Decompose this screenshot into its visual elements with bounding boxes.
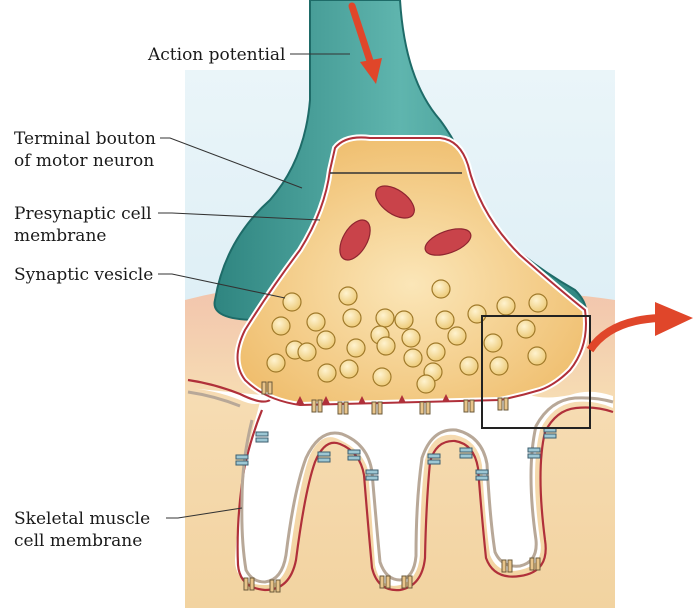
vesicle	[272, 317, 290, 335]
vesicle	[317, 331, 335, 349]
label-action-potential: Action potential	[147, 45, 285, 65]
vesicle	[417, 375, 435, 393]
vesicle	[318, 364, 336, 382]
vesicle	[404, 349, 422, 367]
label-presynaptic-line1: Presynaptic cell	[14, 204, 152, 224]
vesicle	[517, 320, 535, 338]
vesicle	[347, 339, 365, 357]
vesicle	[432, 280, 450, 298]
vesicle	[427, 343, 445, 361]
vesicle	[402, 329, 420, 347]
vesicle	[529, 294, 547, 312]
vesicle	[528, 347, 546, 365]
vesicle	[373, 368, 391, 386]
vesicle	[307, 313, 325, 331]
vesicle	[460, 357, 478, 375]
label-presynaptic-line2: membrane	[14, 226, 106, 246]
label-skeletal-line2: cell membrane	[14, 531, 142, 551]
vesicle	[267, 354, 285, 372]
vesicle	[340, 360, 358, 378]
vesicle	[377, 337, 395, 355]
vesicle	[339, 287, 357, 305]
label-skeletal-line1: Skeletal muscle	[14, 509, 150, 529]
label-terminal-bouton-line2: of motor neuron	[14, 151, 154, 171]
vesicle	[436, 311, 454, 329]
vesicle	[376, 309, 394, 327]
vesicle	[497, 297, 515, 315]
vesicle	[448, 327, 466, 345]
label-terminal-bouton-line1: Terminal bouton	[14, 129, 156, 149]
vesicle	[298, 343, 316, 361]
vesicle	[484, 334, 502, 352]
vesicle	[395, 311, 413, 329]
vesicle	[468, 305, 486, 323]
vesicle	[283, 293, 301, 311]
vesicle	[343, 309, 361, 327]
vesicle	[490, 357, 508, 375]
label-synaptic-vesicle: Synaptic vesicle	[14, 265, 153, 285]
